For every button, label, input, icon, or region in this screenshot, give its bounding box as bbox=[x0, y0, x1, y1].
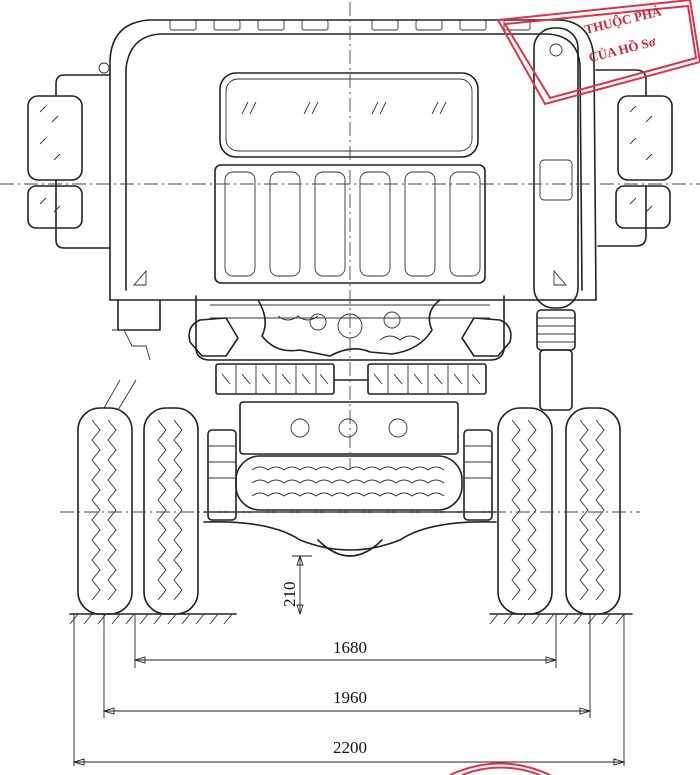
ground-clearance-dimension: 210 bbox=[280, 554, 312, 616]
chassis bbox=[103, 295, 512, 411]
right-outer-wheel bbox=[565, 407, 621, 615]
left-outer-wheel bbox=[77, 407, 133, 615]
license-plate-panel bbox=[239, 401, 459, 455]
right-inner-wheel bbox=[497, 407, 553, 615]
ground-clearance-label: 210 bbox=[280, 582, 299, 608]
center-lines bbox=[0, 2, 700, 513]
air-intake-stack bbox=[533, 27, 579, 411]
front-track-label: 1960 bbox=[333, 688, 367, 707]
red-stamp: THUỘC PHẢ CỦA HỒ Sơ bbox=[496, 0, 700, 106]
left-mirror bbox=[27, 62, 111, 249]
rear-lamps bbox=[215, 363, 487, 395]
spare-tire bbox=[235, 455, 463, 511]
ground-lines bbox=[69, 613, 633, 625]
roof-marker-lights bbox=[169, 19, 531, 31]
rear-axle bbox=[203, 429, 497, 557]
stamp-text-line2: CỦA HỒ Sơ bbox=[587, 34, 658, 65]
width-dimensions: 1680 1960 2200 bbox=[72, 614, 626, 766]
right-mirror bbox=[595, 69, 673, 247]
stamp-text-line1: THUỘC PHẢ bbox=[583, 3, 663, 37]
rear-window bbox=[219, 72, 479, 158]
rear-track-label: 1680 bbox=[333, 638, 367, 657]
overall-width-label: 2200 bbox=[333, 738, 367, 757]
left-inner-wheel bbox=[143, 407, 199, 615]
bottom-stamp-fragment bbox=[449, 762, 551, 775]
cab-body bbox=[109, 19, 597, 301]
